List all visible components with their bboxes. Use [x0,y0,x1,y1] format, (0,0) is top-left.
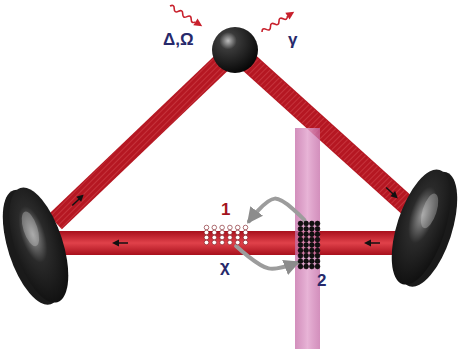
coupling-arrow [249,199,305,222]
beam-right-hatch [235,50,410,208]
beam-left-hatch [55,50,235,222]
right-mirror [380,163,460,294]
atom-grid [203,224,249,246]
top-mirror [212,27,258,73]
beam-right [235,50,410,208]
beam-left [55,50,235,222]
parameter-label: Δ,Ω [163,31,194,48]
parameter-label: γ [288,31,297,48]
beam-arrows [70,185,400,247]
cavity-beams [48,50,414,255]
atom-ensemble: 2 [297,220,327,289]
atom-grid [297,220,321,270]
coupling-arrow [236,246,297,269]
ensemble-number: 1 [221,201,230,218]
atom-ensemble: 1 [203,201,249,246]
left-mirror [0,181,80,312]
ensemble-number: 2 [317,272,326,289]
incoming-wave [168,3,204,30]
beam-bottom [48,231,414,255]
pump-beam [295,128,320,349]
edge-label: χ [220,258,230,275]
